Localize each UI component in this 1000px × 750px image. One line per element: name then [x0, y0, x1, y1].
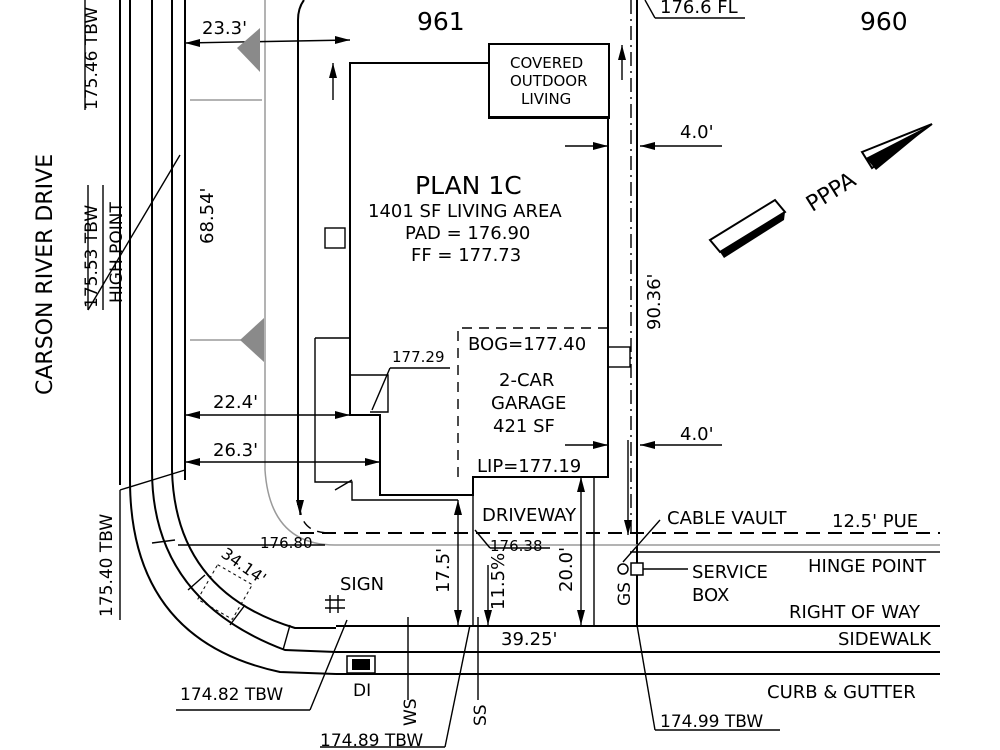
stoop [350, 374, 389, 413]
service-box-icon [630, 562, 644, 576]
ff-elevation: FF = 177.73 [411, 245, 521, 266]
walk-line [314, 337, 458, 501]
elev-17638: 176.38 [490, 537, 543, 555]
dim-slope: 11.5% [488, 553, 509, 610]
curb-seg-4 [282, 624, 291, 651]
house-footprint [314, 43, 631, 501]
curb-seg-1 [151, 539, 176, 544]
meter-box [607, 346, 631, 368]
pue-corner [299, 504, 331, 534]
dim-front-top: 23.3' [202, 18, 247, 39]
lot-number-961: 961 [417, 7, 465, 36]
sign-label: SIGN [340, 574, 384, 595]
dim-driveway-depth: 17.5' [433, 548, 454, 593]
elev-17489: 174.89 TBW [320, 731, 423, 750]
elev-17499: 174.99 TBW [660, 712, 763, 732]
lot-lines [119, 0, 940, 675]
cable-vault-icon [617, 563, 629, 575]
curb-seg-3 [229, 604, 246, 626]
garage-line-1: 2-CAR [499, 370, 554, 391]
street-name: CARSON RIVER DRIVE [33, 154, 58, 395]
sign-icon [325, 595, 345, 613]
cable-vault-label: CABLE VAULT [667, 508, 788, 529]
house-outline [349, 62, 609, 496]
tbw-high: 175.53 TBW [82, 205, 102, 308]
hvac-pad [324, 227, 346, 249]
elev-17680: 176.80 [260, 534, 313, 552]
lot-line-left-top [297, 0, 305, 505]
north-arrow-glyph: PPPA [802, 168, 861, 218]
covered-outdoor-line-1: COVERED [510, 54, 583, 72]
dim-right-top: 4.0' [680, 122, 714, 143]
dimension-lines [184, 36, 722, 625]
gs-label: GS [615, 582, 635, 606]
elev-17729: 177.29 [392, 348, 445, 366]
tbw-top: 175.46 TBW [82, 7, 102, 110]
curb-line-inner [171, 0, 336, 629]
dim-right-depth: 90.36' [644, 274, 665, 330]
elev-17482: 174.82 TBW [180, 685, 283, 705]
north-arrow-icon: PPPA [708, 123, 933, 258]
driveway-lines [472, 477, 595, 625]
dim-side-depth: 68.54' [197, 188, 218, 244]
driveway-label: DRIVEWAY [482, 505, 577, 526]
curb-seg-2 [187, 574, 206, 591]
garage-line-2: GARAGE [491, 393, 566, 414]
pad-elevation: PAD = 176.90 [405, 223, 530, 244]
curb-line-outer [151, 0, 337, 653]
high-point: HIGH POINT [107, 201, 127, 303]
pue-label: 12.5' PUE [832, 511, 918, 532]
sidewalk-label: SIDEWALK [838, 629, 932, 650]
garage-line-3: 421 SF [493, 416, 555, 437]
grade-arrow-mid [240, 318, 264, 362]
service-box-line-2: BOX [692, 585, 729, 606]
plan-name: PLAN 1C [415, 171, 522, 200]
gutter-line [129, 0, 337, 675]
grading-line-grey-curve [264, 469, 940, 546]
garage-lip: LIP=177.19 [477, 456, 581, 477]
di-inlet-icon [346, 655, 376, 674]
curve-hatch [196, 563, 254, 621]
right-of-way-label: RIGHT OF WAY [789, 602, 921, 623]
walk-tick [334, 479, 353, 491]
leader-lines [84, 0, 780, 748]
curb-gutter-label: CURB & GUTTER [767, 682, 916, 703]
covered-outdoor-line-2: OUTDOOR [510, 72, 588, 90]
lot-number-960: 960 [860, 7, 908, 36]
covered-outdoor-box [488, 43, 610, 119]
covered-outdoor-line-3: LIVING [521, 90, 571, 108]
dim-front-low: 26.3' [213, 440, 258, 461]
dim-front-mid: 22.4' [213, 392, 258, 413]
ss-label: SS [471, 704, 491, 726]
tbw-corner: 175.40 TBW [97, 514, 117, 617]
hinge-point-label: HINGE POINT [808, 556, 927, 577]
dim-drive-width: 20.0' [556, 547, 577, 592]
street-lines [151, 504, 940, 700]
dim-right-low: 4.0' [680, 424, 714, 445]
garage-bog: BOG=177.40 [468, 334, 586, 355]
fl-top: 176.6 FL [660, 0, 738, 18]
dim-frontage: 39.25' [501, 629, 557, 650]
ws-label: WS [401, 698, 421, 726]
living-area: 1401 SF LIVING AREA [368, 201, 562, 222]
di-label: DI [353, 681, 371, 701]
grade-arrow-top [237, 28, 260, 72]
service-box-line-1: SERVICE [692, 562, 768, 583]
